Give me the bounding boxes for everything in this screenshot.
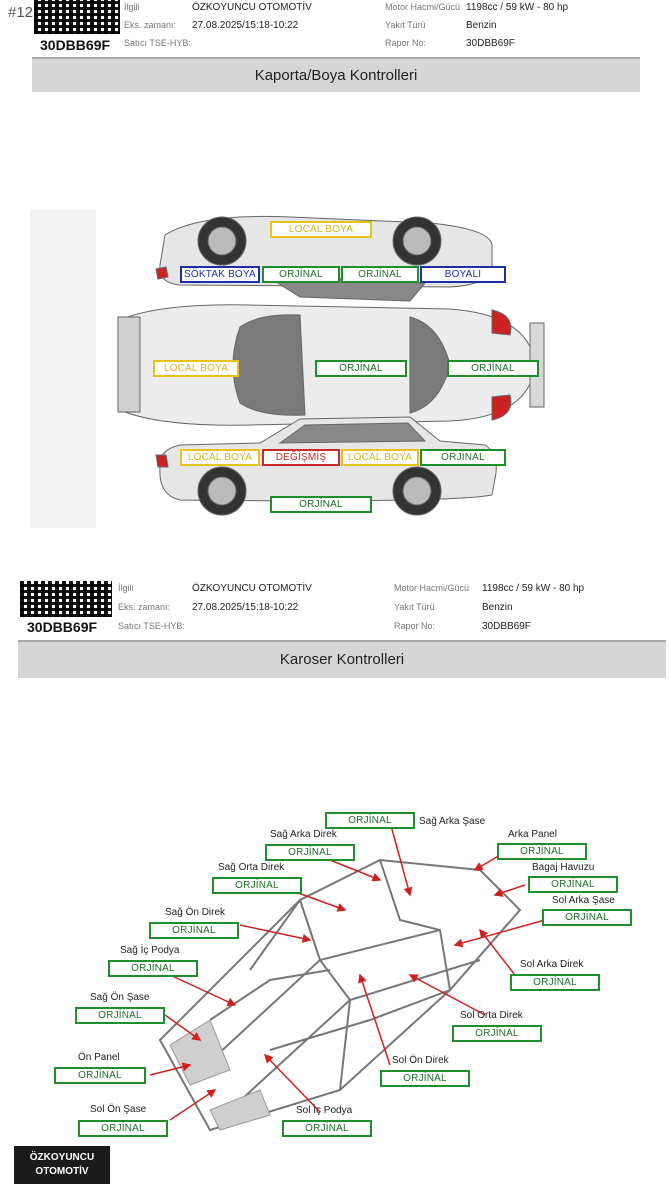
tag-roof-top: LOCAL BOYA	[270, 221, 372, 238]
value-yakit-2: Benzin	[482, 602, 513, 613]
section-title-kaporta: Kaporta/Boya Kontrolleri	[32, 57, 640, 92]
cap-on-panel: Ön Panel	[78, 1052, 120, 1063]
tag-row1-a: SÖKTAK BOYA	[180, 266, 260, 283]
report-code: 30DBB69F	[40, 37, 111, 53]
cap-sol-on-direk: Sol Ön Direk	[392, 1055, 449, 1066]
label-satici-2: Satıcı TSE-HYB:	[118, 621, 185, 631]
tag-bottom: ORJİNAL	[270, 496, 372, 513]
cap-sag-ic-podya: Sağ İç Podya	[120, 945, 180, 956]
tag-roof: ORJİNAL	[315, 360, 407, 377]
pointer-arrows	[149, 821, 546, 1121]
cap-sag-arka-sase: Sağ Arka Şase	[419, 816, 486, 827]
label-satici: Satıcı TSE-HYB:	[124, 38, 191, 48]
report-code-2: 30DBB69F	[27, 619, 98, 635]
cap-sol-arka-direk: Sol Arka Direk	[520, 959, 584, 970]
tag-hood: LOCAL BOYA	[153, 360, 239, 377]
cap-sol-arka-sase: Sol Arka Şase	[552, 895, 615, 906]
label-rapor-2: Rapor No:	[394, 621, 436, 631]
tag-row3-a: LOCAL BOYA	[180, 449, 260, 466]
tag-sol-on-sase: ORJİNAL	[78, 1120, 168, 1137]
cap-sag-orta-direk: Sağ Orta Direk	[218, 862, 285, 873]
tag-sag-on-direk: ORJİNAL	[149, 922, 239, 939]
tag-sag-orta-direk: ORJİNAL	[212, 877, 302, 894]
value-ilgili-2: ÖZKOYUNCU OTOMOTİV	[192, 583, 312, 594]
label-yakit: Yakıt Türü	[385, 20, 426, 30]
cap-sol-ic-podya: Sol İç Podya	[296, 1105, 353, 1116]
tag-sag-arka-sase: ORJİNAL	[325, 812, 415, 829]
tag-sol-arka-sase: ORJİNAL	[542, 909, 632, 926]
tag-bagaj-havuzu: ORJİNAL	[528, 876, 618, 893]
value-rapor-2: 30DBB69F	[482, 621, 531, 632]
cap-sag-on-direk: Sağ Ön Direk	[165, 907, 226, 918]
value-motor: 1198cc / 59 kW - 80 hp	[466, 2, 569, 13]
tag-trunk: ORJİNAL	[447, 360, 539, 377]
tag-on-panel: ORJİNAL	[54, 1067, 146, 1084]
cap-sol-on-sase: Sol Ön Şase	[90, 1104, 147, 1115]
tag-sol-arka-direk: ORJİNAL	[510, 974, 600, 991]
label-rapor: Rapor No:	[385, 38, 427, 48]
value-rapor: 30DBB69F	[466, 38, 515, 49]
value-motor-2: 1198cc / 59 kW - 80 hp	[482, 583, 585, 594]
value-eks: 27.08.2025/15:18-10:22	[192, 20, 299, 31]
label-eks-2: Eks. zamanı:	[118, 602, 171, 612]
label-ilgili: İlgili	[124, 2, 140, 12]
tag-sag-ic-podya: ORJİNAL	[108, 960, 198, 977]
section-title-karoser: Karoser Kontrolleri	[18, 640, 666, 678]
tag-sol-orta-direk: ORJİNAL	[452, 1025, 542, 1042]
value-yakit: Benzin	[466, 20, 497, 31]
cap-sag-arka-direk: Sağ Arka Direk	[270, 829, 337, 840]
label-motor: Motor Hacmi/Gücü	[385, 2, 461, 12]
cap-sag-on-sase: Sağ Ön Şase	[90, 992, 150, 1003]
logo-line1: ÖZKOYUNCU	[29, 1152, 95, 1163]
tag-sag-on-sase: ORJİNAL	[75, 1007, 165, 1024]
tag-sol-on-direk: ORJİNAL	[380, 1070, 470, 1087]
cap-sol-orta-direk: Sol Orta Direk	[460, 1010, 523, 1021]
value-eks-2: 27.08.2025/15:18-10:22	[192, 602, 299, 613]
qr-code	[34, 0, 120, 34]
label-ilgili-2: İlgili	[118, 583, 134, 593]
cap-arka-panel: Arka Panel	[508, 829, 557, 840]
tag-row1-c: ORJİNAL	[341, 266, 419, 283]
tag-row1-b: ORJİNAL	[262, 266, 340, 283]
tag-arka-panel: ORJİNAL	[497, 843, 587, 860]
cap-bagaj-havuzu: Bagaj Havuzu	[532, 862, 595, 873]
value-ilgili: ÖZKOYUNCU OTOMOTİV	[192, 2, 312, 13]
tag-row3-c: LOCAL BOYA	[341, 449, 419, 466]
tag-row3-d: ORJİNAL	[420, 449, 506, 466]
qr-code-2	[20, 581, 112, 617]
tag-sag-arka-direk: ORJİNAL	[265, 844, 355, 861]
label-motor-2: Motor Hacmi/Gücü	[394, 583, 470, 593]
label-eks: Eks. zamanı:	[124, 20, 177, 30]
tag-sol-ic-podya: ORJİNAL	[282, 1120, 372, 1137]
tag-row3-b: DEĞİŞMİŞ	[262, 449, 340, 466]
logo-line2: OTOMOTİV	[35, 1166, 89, 1177]
dealer-logo: ÖZKOYUNCU OTOMOTİV	[14, 1146, 110, 1184]
tag-row1-d: BOYALI	[420, 266, 506, 283]
label-yakit-2: Yakıt Türü	[394, 602, 435, 612]
